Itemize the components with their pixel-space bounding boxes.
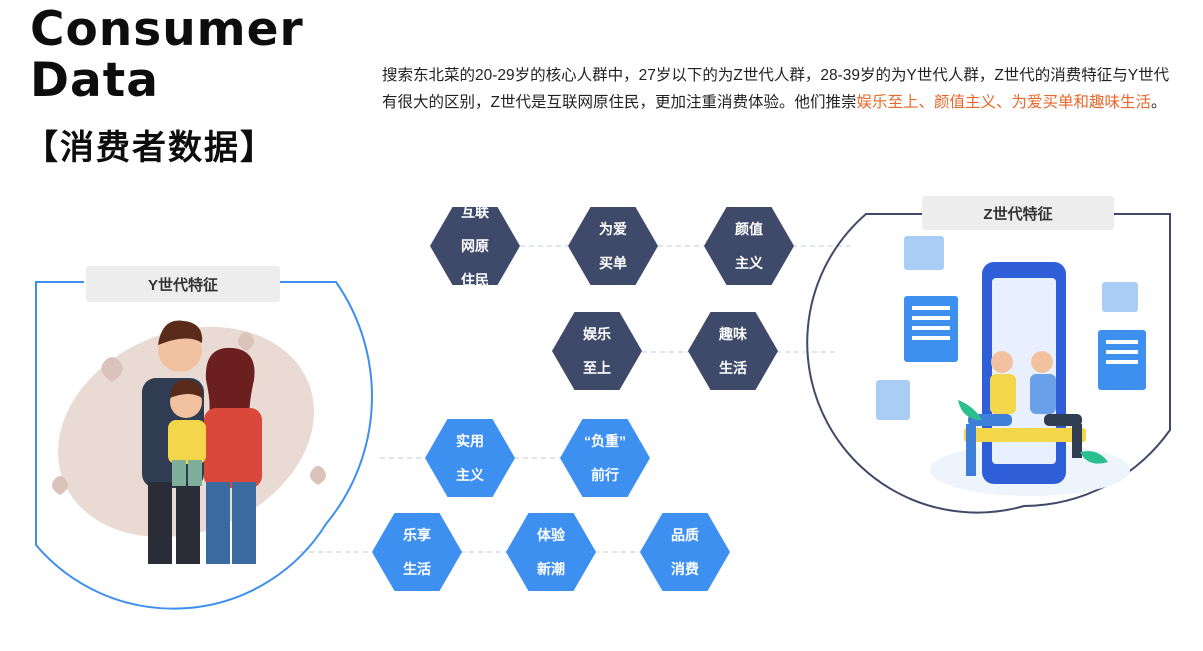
hex-line: 生活 — [719, 359, 747, 376]
hex-line: 为爱 — [599, 220, 627, 237]
hex-line: 乐享 — [403, 526, 431, 543]
z-gen-illustration — [876, 236, 1146, 496]
hex-line: 实用 — [456, 432, 484, 449]
family-illustration — [52, 320, 326, 564]
z-trait-entertainment-first: 娱乐至上 — [552, 312, 642, 390]
y-trait-pragmatism: 实用主义 — [425, 419, 515, 497]
hex-line: 趣味 — [719, 325, 747, 342]
intro-text: 搜索东北菜的20-29岁的核心人群中，27岁以下的为Z世代人群，28-39岁的为… — [382, 67, 1170, 111]
y-trait-enjoy-life: 乐享生活 — [372, 513, 462, 591]
z-trait-internet-native: 互联网原住民 — [430, 207, 520, 285]
hex-line: 消费 — [671, 560, 699, 577]
hex-line: 新潮 — [537, 560, 565, 577]
hex-line: 住民 — [461, 271, 489, 288]
connector-lines — [300, 245, 850, 553]
hex-line: “负重” — [584, 432, 626, 449]
y-panel-label: Y世代特征 — [86, 266, 280, 302]
hex-line: 主义 — [456, 466, 484, 483]
hex-line: 前行 — [591, 466, 619, 483]
y-panel-frame — [35, 281, 373, 610]
hex-line: 互联 — [461, 203, 489, 220]
y-trait-burdened: “负重” 前行 — [560, 419, 650, 497]
hex-line: 品质 — [671, 526, 699, 543]
title-line-2: Data — [30, 53, 159, 108]
hex-line: 颜值 — [735, 220, 763, 237]
y-trait-trendy-experience: 体验新潮 — [506, 513, 596, 591]
z-trait-looks-first: 颜值主义 — [704, 207, 794, 285]
hex-line: 体验 — [537, 526, 565, 543]
page-title-en: Consumer Data — [30, 4, 304, 106]
intro-highlight: 娱乐至上、颜值主义、为爱买单和趣味生活 — [856, 94, 1151, 111]
hex-line: 网原 — [461, 237, 489, 254]
intro-paragraph: 搜索东北菜的20-29岁的核心人群中，27岁以下的为Z世代人群，28-39岁的为… — [382, 62, 1182, 116]
hex-line: 主义 — [735, 254, 763, 271]
hex-line: 生活 — [403, 560, 431, 577]
z-panel-label: Z世代特征 — [922, 196, 1114, 230]
hex-line: 娱乐 — [583, 325, 611, 342]
title-line-1: Consumer — [30, 2, 304, 57]
intro-text-end: 。 — [1151, 94, 1167, 111]
page-title-cn: 【消费者数据】 — [24, 128, 276, 168]
z-trait-pay-for-love: 为爱买单 — [568, 207, 658, 285]
hex-line: 买单 — [599, 254, 627, 271]
hex-line: 至上 — [583, 359, 611, 376]
y-trait-quality-consumption: 品质消费 — [640, 513, 730, 591]
z-trait-fun-life: 趣味生活 — [688, 312, 778, 390]
